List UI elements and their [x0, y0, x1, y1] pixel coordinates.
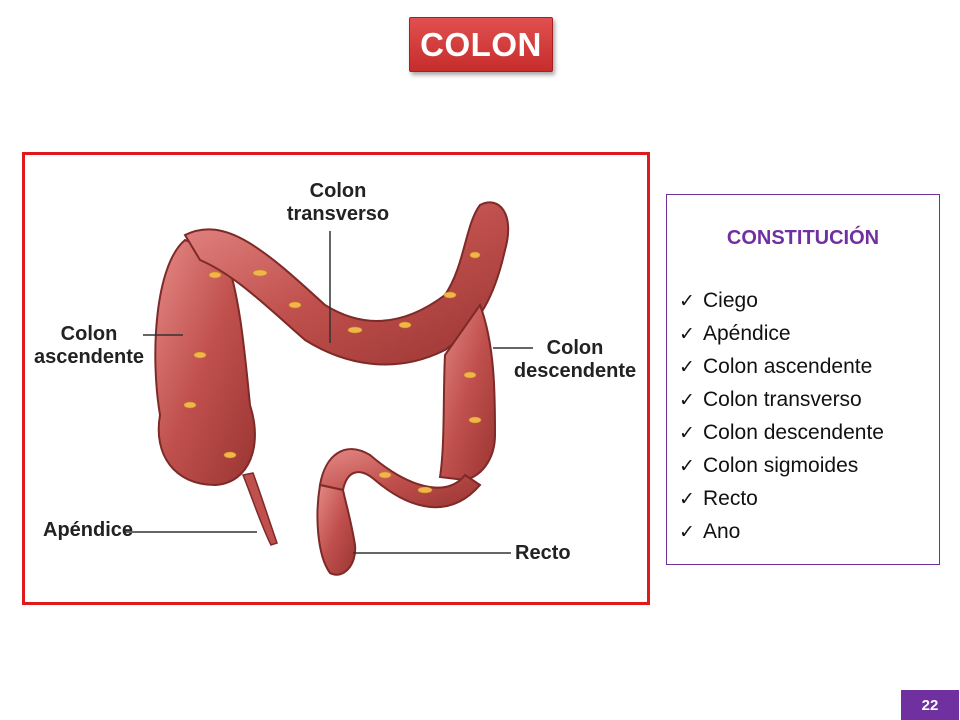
checkmark-icon: ✓ — [679, 324, 695, 345]
list-item-label: Apéndice — [703, 322, 791, 345]
label-recto: Recto — [515, 542, 571, 564]
list-item-label: Recto — [703, 487, 758, 510]
label-leader-lines — [125, 231, 533, 554]
appendix — [241, 472, 278, 546]
list-item: ✓ Ano — [679, 516, 884, 549]
list-item: ✓ Colon descendente — [679, 417, 884, 450]
colon-illustration: Colon transverso Colon ascendente Colon … — [22, 152, 650, 605]
label-colon-transverso: Colon transverso — [286, 180, 390, 225]
list-item: ✓ Apéndice — [679, 318, 884, 351]
list-item-label: Colon ascendente — [703, 355, 873, 378]
checkmark-icon: ✓ — [679, 390, 695, 411]
ascending-colon — [154, 238, 256, 487]
list-item-label: Colon transverso — [703, 388, 862, 411]
checkmark-icon: ✓ — [679, 489, 695, 510]
label-colon-descendente: Colon descendente — [513, 337, 637, 382]
checkmark-icon: ✓ — [679, 291, 695, 312]
colon-diagram — [125, 201, 533, 576]
constitution-heading: CONSTITUCIÓN — [726, 227, 880, 249]
list-item: ✓ Colon transverso — [679, 384, 884, 417]
checkmark-icon: ✓ — [679, 522, 695, 543]
list-item-label: Ciego — [703, 289, 758, 312]
page-number: 22 — [901, 690, 959, 720]
list-item-label: Ano — [703, 520, 741, 543]
label-apendice: Apéndice — [43, 519, 134, 541]
descending-colon — [438, 302, 497, 482]
slide-title: COLON — [409, 17, 553, 72]
list-item: ✓ Colon ascendente — [679, 351, 884, 384]
transverse-colon — [183, 201, 510, 366]
rectum — [316, 483, 357, 576]
list-item-label: Colon sigmoides — [703, 454, 859, 477]
label-colon-ascendente: Colon ascendente — [33, 323, 145, 368]
constitution-list: ✓ Ciego ✓ Apéndice ✓ Colon ascendente ✓ Colo… — [679, 285, 884, 549]
list-item-label: Colon descendente — [703, 421, 884, 444]
list-item: ✓ Ciego — [679, 285, 884, 318]
checkmark-icon: ✓ — [679, 357, 695, 378]
constitution-panel: CONSTITUCIÓN ✓ Ciego ✓ Apéndice ✓ Colon asc… — [666, 194, 940, 565]
list-item: ✓ Colon sigmoides — [679, 450, 884, 483]
checkmark-icon: ✓ — [679, 456, 695, 477]
list-item: ✓ Recto — [679, 483, 884, 516]
fat-appendages — [183, 251, 482, 494]
checkmark-icon: ✓ — [679, 423, 695, 444]
